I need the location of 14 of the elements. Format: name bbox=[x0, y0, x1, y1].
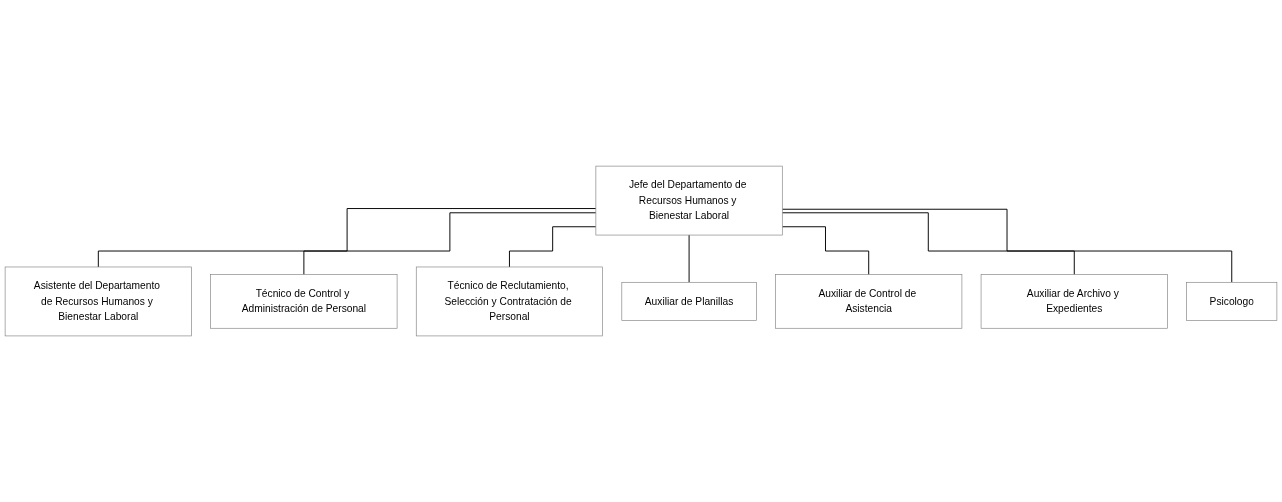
connector bbox=[303, 212, 597, 276]
node-box: Técnico de Control y Administración de Personal bbox=[210, 274, 398, 329]
connector bbox=[781, 226, 870, 276]
node-box: Auxiliar de Planillas bbox=[621, 281, 757, 321]
connector bbox=[97, 208, 597, 268]
connector bbox=[781, 208, 1233, 283]
node-box: Jefe del Departamento de Recursos Humanos y Bienestar Laboral bbox=[595, 165, 783, 236]
node-box: Asistente del Departamento de Recursos Humanos y Bienestar Laboral bbox=[4, 266, 192, 337]
node-box: Auxiliar de Archivo y Expedientes bbox=[980, 274, 1168, 329]
connector bbox=[508, 226, 597, 268]
connector bbox=[781, 212, 1075, 276]
node-box: Auxiliar de Control de Asistencia bbox=[775, 274, 963, 329]
node-box: Técnico de Reclutamiento, Selección y Contratación de Personal bbox=[415, 266, 603, 337]
node-box: Psicologo bbox=[1186, 281, 1278, 321]
